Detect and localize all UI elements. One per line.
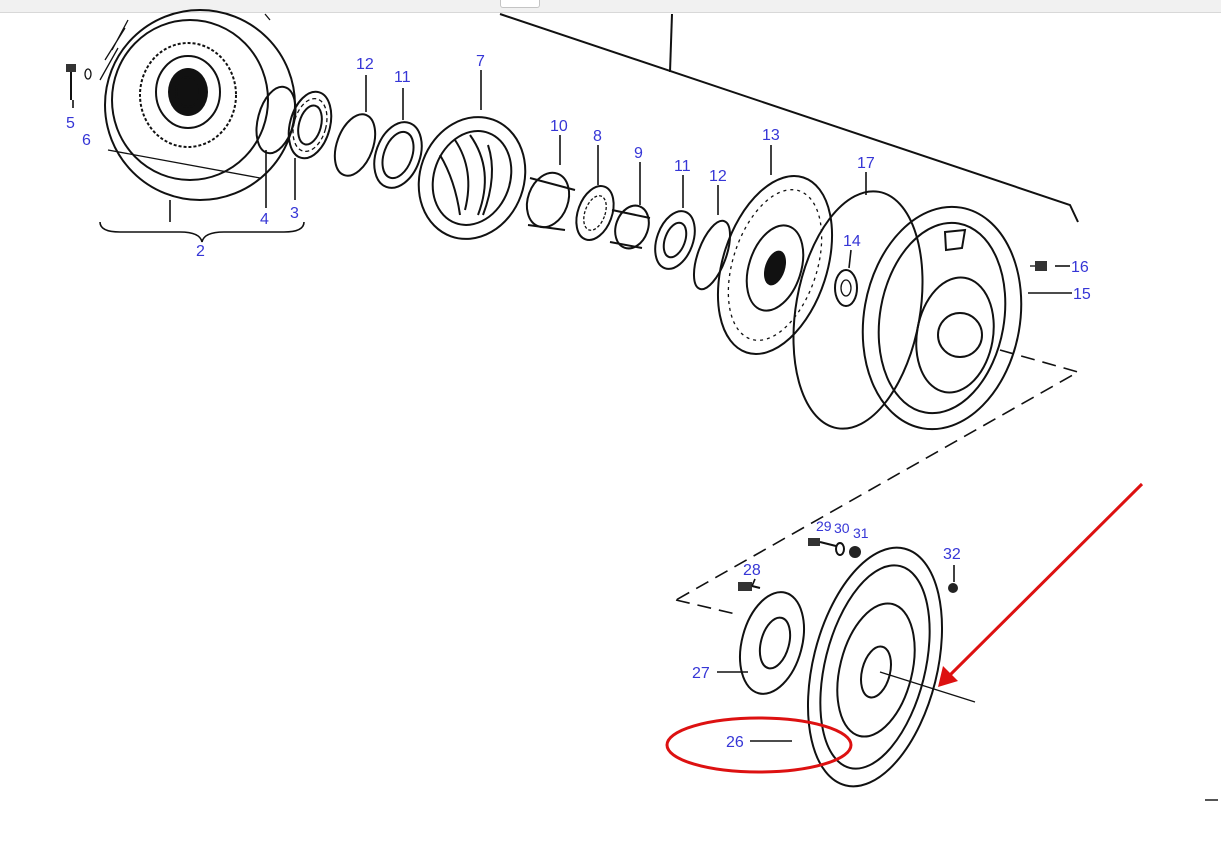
callout-30: 30	[834, 520, 850, 536]
flex-plate-part-26	[806, 546, 976, 788]
callout-29: 29	[816, 518, 832, 534]
callout-11b: 11	[674, 158, 691, 175]
callout-14: 14	[843, 233, 861, 250]
callout-leader-lines	[72, 70, 1072, 742]
impeller-part-7	[417, 116, 527, 240]
callout-12a: 12	[356, 56, 374, 73]
callout-31: 31	[853, 525, 869, 541]
callout-labels: 2 3 4 5 6 7 8 9 10 11 11 12 12 13 14 15 …	[66, 53, 1091, 751]
washer-part-14	[834, 269, 858, 307]
gasket-17-cover-15	[792, 190, 1023, 431]
highlight-circle-part-26	[665, 716, 853, 774]
bolt-washer-nut-29-31	[808, 538, 861, 558]
viewer-top-bar	[0, 0, 1221, 13]
callout-10: 10	[550, 118, 568, 135]
callout-8: 8	[593, 128, 602, 145]
callout-7: 7	[476, 53, 485, 70]
callout-27: 27	[692, 665, 710, 682]
callout-2: 2	[196, 243, 205, 260]
callout-13: 13	[762, 127, 780, 144]
nut-part-32	[948, 583, 958, 593]
callout-4: 4	[260, 211, 269, 228]
callout-11a: 11	[394, 69, 411, 86]
callout-15: 15	[1073, 286, 1091, 303]
turbine-disc-part-13	[716, 175, 834, 355]
pump-housing-part	[99, 9, 296, 201]
toolbar-toggle-handle[interactable]	[500, 0, 540, 8]
callout-12b: 12	[709, 168, 727, 185]
callout-28: 28	[743, 562, 761, 579]
callout-6: 6	[82, 132, 91, 149]
housing-outline	[264, 13, 1079, 223]
dashed-projection-lines	[675, 349, 1081, 616]
bolt-part-16	[1030, 261, 1047, 271]
plate-part-27	[738, 582, 805, 695]
callout-16: 16	[1071, 259, 1089, 276]
callout-32: 32	[943, 546, 961, 563]
callout-26: 26	[726, 734, 744, 751]
ring-12-bearing-11	[333, 113, 423, 189]
callout-17: 17	[857, 155, 875, 172]
callout-3: 3	[290, 205, 299, 222]
callout-5: 5	[66, 115, 75, 132]
callout-9: 9	[634, 145, 643, 162]
washer-hole-14	[840, 279, 852, 297]
highlight-arrow	[938, 482, 1144, 687]
shaft-stack-parts	[525, 171, 732, 291]
bolt-5-6	[66, 64, 92, 100]
ring-4-bearing-3	[255, 85, 333, 160]
